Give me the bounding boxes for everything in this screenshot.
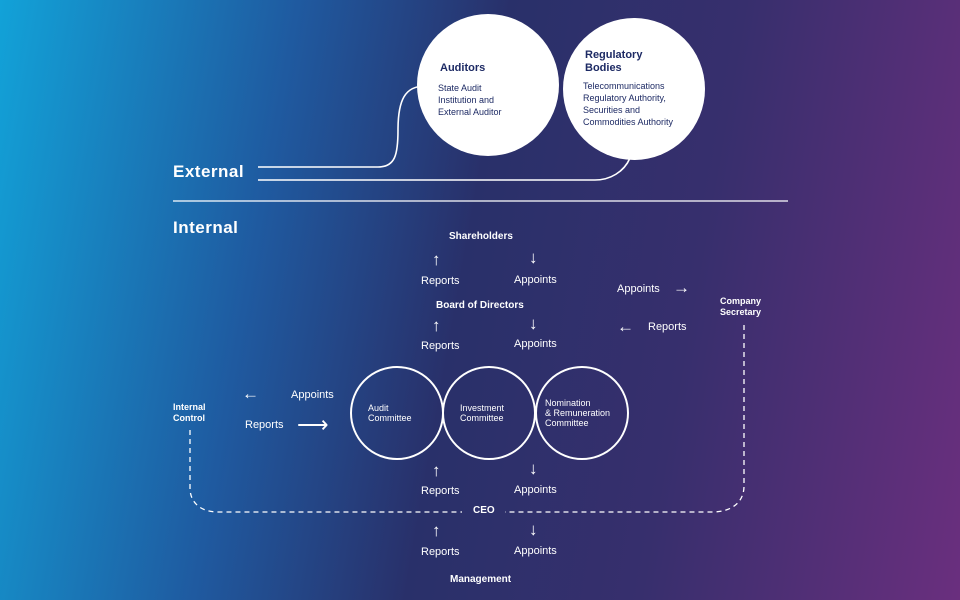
- arrow-up-icon: ↑: [432, 316, 441, 335]
- investment-committee-label: Investment Committee: [460, 403, 504, 423]
- regulators-connector: [258, 157, 631, 181]
- arrow-down-icon: ↓: [529, 520, 538, 539]
- reports-label: Reports: [421, 546, 460, 558]
- arrow-down-icon: ↓: [529, 314, 538, 333]
- arrow-right-icon: ⟶: [297, 412, 329, 437]
- auditors-circle: [417, 14, 559, 156]
- company-secretary-line: Company: [720, 296, 762, 306]
- auditors-title: Auditors: [440, 62, 486, 74]
- reports-label: Reports: [648, 321, 687, 333]
- audit-committee-label: Audit Committee: [368, 403, 412, 423]
- board-of-directors-node: Board of Directors: [436, 300, 524, 311]
- regulatory-title: Regulatory Bodies: [585, 49, 642, 75]
- arrow-down-icon: ↓: [529, 459, 538, 478]
- investment-committee-line: Investment: [460, 403, 505, 413]
- nomination-remuneration-committee-circle: [535, 366, 629, 460]
- regulatory-title-line: Regulatory: [585, 49, 643, 61]
- audit-committee-line: Committee: [368, 413, 412, 423]
- ceo-node: CEO: [473, 505, 495, 516]
- shareholders-node: Shareholders: [449, 231, 513, 242]
- appoints-label: Appoints: [617, 283, 660, 295]
- arrow-down-icon: ↓: [529, 248, 538, 267]
- external-section-label: External: [173, 162, 245, 181]
- reports-label: Reports: [421, 485, 460, 497]
- arrow-right-icon: →: [673, 278, 690, 297]
- arrow-left-icon: ←: [617, 317, 634, 336]
- company-secretary-dashed-line: [505, 325, 745, 513]
- arrow-up-icon: ↑: [432, 250, 441, 269]
- regulatory-title-line: Bodies: [585, 62, 622, 74]
- regulatory-bodies-circle: [563, 18, 705, 160]
- appoints-label: Appoints: [514, 484, 557, 496]
- auditors-desc-line: External Auditor: [438, 107, 502, 117]
- internal-control-line: Internal: [173, 402, 206, 412]
- nomination-committee-line: Nomination: [545, 398, 591, 408]
- auditors-connector: [258, 85, 426, 168]
- appoints-label: Appoints: [514, 338, 557, 350]
- appoints-label: Appoints: [514, 274, 557, 286]
- auditors-desc-line: State Audit: [438, 83, 482, 93]
- nomination-committee-label: Nomination & Remuneration Committee: [545, 398, 610, 428]
- audit-committee-line: Audit: [368, 403, 389, 413]
- reports-label: Reports: [421, 275, 460, 287]
- management-node: Management: [450, 574, 512, 585]
- nomination-committee-line: Committee: [545, 418, 589, 428]
- internal-control-node: Internal Control: [173, 402, 206, 424]
- investment-committee-line: Committee: [460, 413, 504, 423]
- appoints-label: Appoints: [291, 389, 334, 401]
- appoints-label: Appoints: [514, 545, 557, 557]
- regulatory-desc-line: Telecommunications: [583, 81, 665, 91]
- internal-control-line: Control: [173, 413, 205, 423]
- regulatory-description: Telecommunications Regulatory Authority,…: [583, 80, 673, 128]
- reports-label: Reports: [421, 340, 460, 352]
- auditors-desc-line: Institution and: [438, 95, 495, 105]
- company-secretary-line: Secretary: [720, 307, 762, 317]
- regulatory-desc-line: Commodities Authority: [583, 117, 674, 127]
- internal-control-dashed-line: [189, 430, 462, 513]
- reports-label: Reports: [245, 419, 284, 431]
- regulatory-desc-line: Regulatory Authority,: [583, 93, 666, 103]
- arrow-up-icon: ↑: [432, 521, 441, 540]
- company-secretary-node: Company Secretary: [720, 296, 761, 318]
- nomination-committee-line: & Remuneration: [545, 408, 611, 418]
- auditors-description: State Audit Institution and External Aud…: [438, 82, 502, 118]
- arrow-up-icon: ↑: [432, 461, 441, 480]
- arrow-left-icon: ←: [242, 384, 259, 403]
- regulatory-desc-line: Securities and: [583, 105, 641, 115]
- internal-section-label: Internal: [173, 218, 239, 237]
